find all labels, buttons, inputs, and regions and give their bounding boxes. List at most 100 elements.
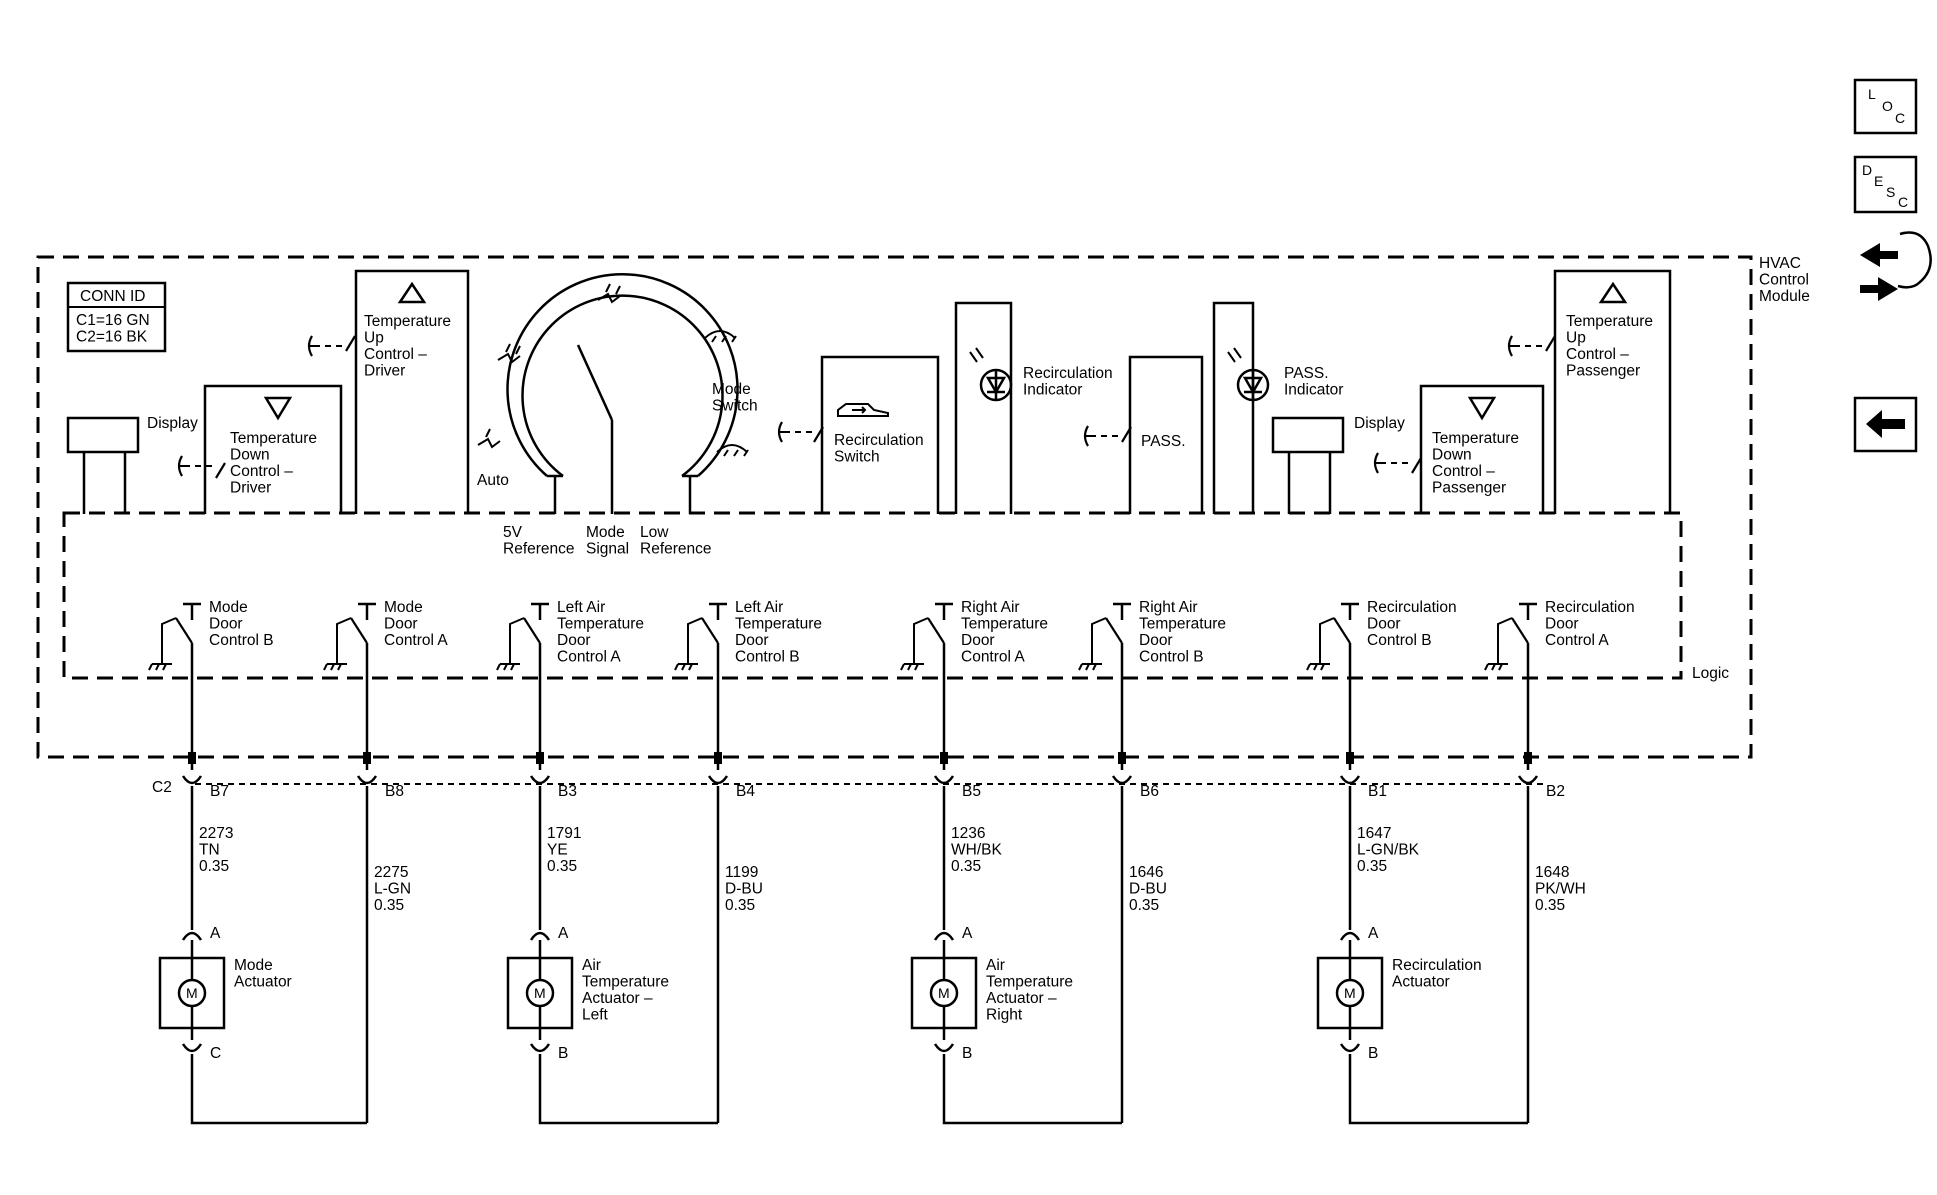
display-left-label: Display	[147, 415, 198, 432]
motor-symbol: M	[186, 985, 198, 1001]
hvac-module-boundary	[36, 255, 1753, 759]
actuator-pin-bottom	[529, 1043, 551, 1053]
actuator-pin-top-label: A	[558, 925, 569, 942]
ground-icon	[1484, 663, 1508, 671]
ground-icon	[1078, 663, 1102, 671]
pass-switch: PASS.	[1083, 355, 1204, 514]
connector-c2-label: C2	[152, 779, 172, 796]
return-wire	[190, 1054, 367, 1125]
actuator-pin-top-label: A	[1368, 925, 1379, 942]
switch-blade	[1105, 617, 1123, 644]
pin-label: B8	[385, 783, 404, 800]
pass-indicator-label: PASS.Indicator	[1284, 365, 1343, 399]
ground-lead	[1497, 617, 1513, 664]
logic-label: Logic	[1692, 665, 1729, 682]
defrost-floor-vent-icon	[597, 283, 621, 304]
return-wire	[1348, 1054, 1528, 1125]
back-arrow-icon	[1866, 410, 1905, 438]
connector-pin	[707, 775, 729, 785]
connector-pin-block	[1118, 752, 1126, 764]
pin-label: B4	[736, 783, 755, 800]
motor-symbol: M	[534, 985, 546, 1001]
ground-lead	[509, 617, 525, 664]
actuator-pin-bottom	[1339, 1043, 1361, 1053]
desc-button[interactable]: D E S C	[1853, 155, 1918, 214]
pin-label: B7	[210, 783, 229, 800]
ground-icon	[496, 663, 520, 671]
recirc-car-icon	[837, 403, 889, 417]
connector-pin-block	[714, 752, 722, 764]
down-triangle-icon	[1467, 396, 1497, 421]
connector-pin-block	[1524, 752, 1532, 764]
connector-pin	[1339, 775, 1361, 785]
ground-icon	[1306, 663, 1330, 671]
actuator-pin-top	[181, 931, 203, 941]
actuator-pin-bottom-label: B	[1368, 1045, 1378, 1062]
up-triangle-icon	[1598, 281, 1628, 304]
defrost-icon	[704, 330, 737, 343]
actuator-pin-top-label: A	[962, 925, 973, 942]
conn-id-title: CONN ID	[80, 288, 145, 305]
switch-blade	[523, 617, 541, 644]
loc-button[interactable]: L O C	[1853, 78, 1918, 135]
switch-blade	[1333, 617, 1351, 644]
connector-pin-block	[536, 752, 544, 764]
svg-text:C: C	[1895, 110, 1905, 126]
ground-lead	[1091, 617, 1107, 664]
actuator-pin-bottom-label: B	[558, 1045, 568, 1062]
up-triangle-icon	[397, 281, 427, 304]
ground-icon	[900, 663, 924, 671]
pin-label: B1	[1368, 783, 1387, 800]
motor-symbol: M	[1344, 985, 1356, 1001]
svg-text:L: L	[1868, 86, 1876, 102]
actuator-pin-bottom	[181, 1043, 203, 1053]
ground-icon	[148, 663, 172, 671]
back-button[interactable]	[1853, 396, 1918, 453]
ground-lead	[336, 617, 352, 664]
connector-pin-block	[363, 752, 371, 764]
actuator-pin-top	[529, 931, 551, 941]
auto-vent-icon	[477, 428, 501, 449]
pin-label: B2	[1546, 783, 1565, 800]
svg-text:S: S	[1886, 184, 1895, 200]
return-wires	[190, 1054, 1528, 1125]
pin-label: B3	[558, 783, 577, 800]
connector-harness-icon[interactable]	[1860, 231, 1932, 302]
connector-pin-block	[1346, 752, 1354, 764]
